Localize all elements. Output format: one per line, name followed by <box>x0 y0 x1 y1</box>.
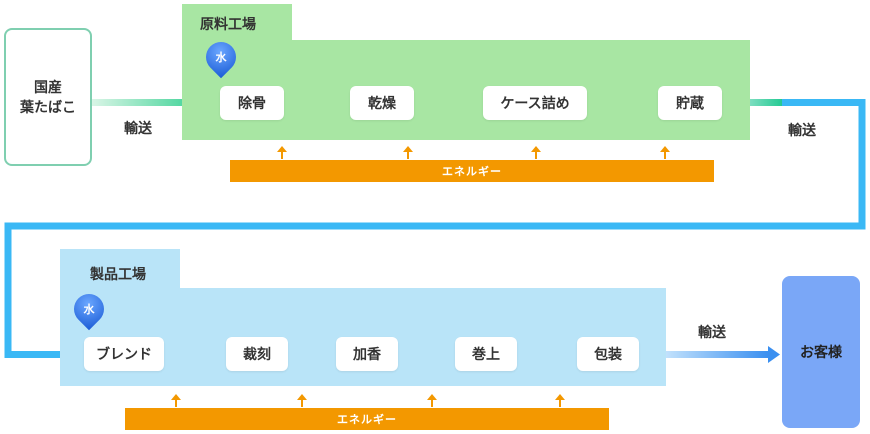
product-step-cutting: 裁刻 <box>226 337 288 371</box>
source-to-raw-flow <box>92 99 217 106</box>
source-box: 国産 葉たばこ <box>4 28 92 166</box>
customer-label: お客様 <box>800 345 842 361</box>
customer-box: お客様 <box>782 276 860 428</box>
product-step-rolling: 巻上 <box>455 337 517 371</box>
raw-energy-bar: エネルギー <box>230 160 714 182</box>
raw-to-product-flow <box>4 99 866 358</box>
product-to-customer-flow <box>640 351 768 358</box>
product-energy-bar: エネルギー <box>125 408 609 430</box>
product-water-drop-icon: 水 <box>67 287 111 331</box>
raw-factory-title: 原料工場 <box>200 17 256 33</box>
raw-step-drying: 乾燥 <box>350 86 414 120</box>
connector-fade <box>722 99 782 106</box>
source-line-2: 葉たばこ <box>20 100 76 116</box>
source-line-1: 国産 <box>34 80 62 96</box>
product-factory-title: 製品工場 <box>90 267 146 283</box>
raw-step-storage: 貯蔵 <box>658 86 722 120</box>
raw-water-label: 水 <box>215 51 227 64</box>
transport-label-to-product: 輸送 <box>788 123 816 139</box>
raw-step-deboning: 除骨 <box>220 86 284 120</box>
raw-step-casing: ケース詰め <box>483 86 587 120</box>
product-step-flavoring: 加香 <box>336 337 398 371</box>
raw-factory-zone <box>182 4 292 42</box>
product-factory-zone <box>60 249 180 289</box>
product-step-blend: ブレンド <box>84 337 164 371</box>
raw-water-drop-icon: 水 <box>199 35 243 79</box>
transport-label-to-customer: 輸送 <box>698 325 726 341</box>
transport-label-to-raw: 輸送 <box>124 121 152 137</box>
product-step-packaging: 包装 <box>577 337 639 371</box>
product-to-customer-arrowhead <box>768 346 780 363</box>
product-water-label: 水 <box>83 303 95 316</box>
